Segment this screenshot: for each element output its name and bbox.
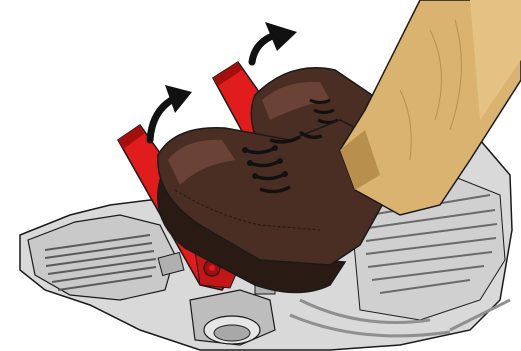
curved-arrow-right <box>252 22 297 62</box>
